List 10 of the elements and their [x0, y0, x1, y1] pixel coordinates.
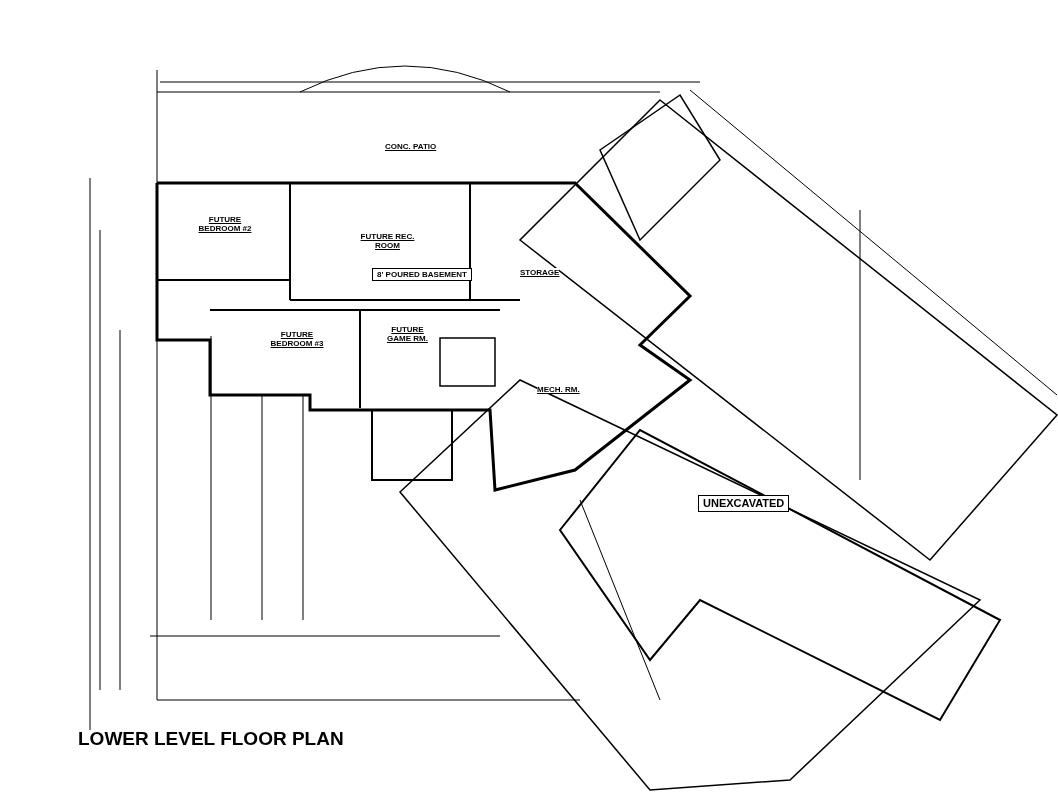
- area-label: CONC. PATIO: [385, 142, 437, 152]
- room-label: FUTURE BEDROOM #3: [268, 330, 326, 349]
- note-label: 8' POURED BASEMENT: [372, 268, 472, 282]
- room-label: MECH. RM.: [537, 385, 580, 395]
- note-label: UNEXCAVATED: [698, 495, 790, 512]
- plan-title: LOWER LEVEL FLOOR PLAN: [78, 728, 344, 750]
- room-label: FUTURE BEDROOM #2: [195, 215, 255, 234]
- room-label: FUTURE REC. ROOM: [360, 232, 415, 251]
- room-label: FUTURE GAME RM.: [385, 325, 430, 344]
- room-label: STORAGE: [520, 268, 560, 278]
